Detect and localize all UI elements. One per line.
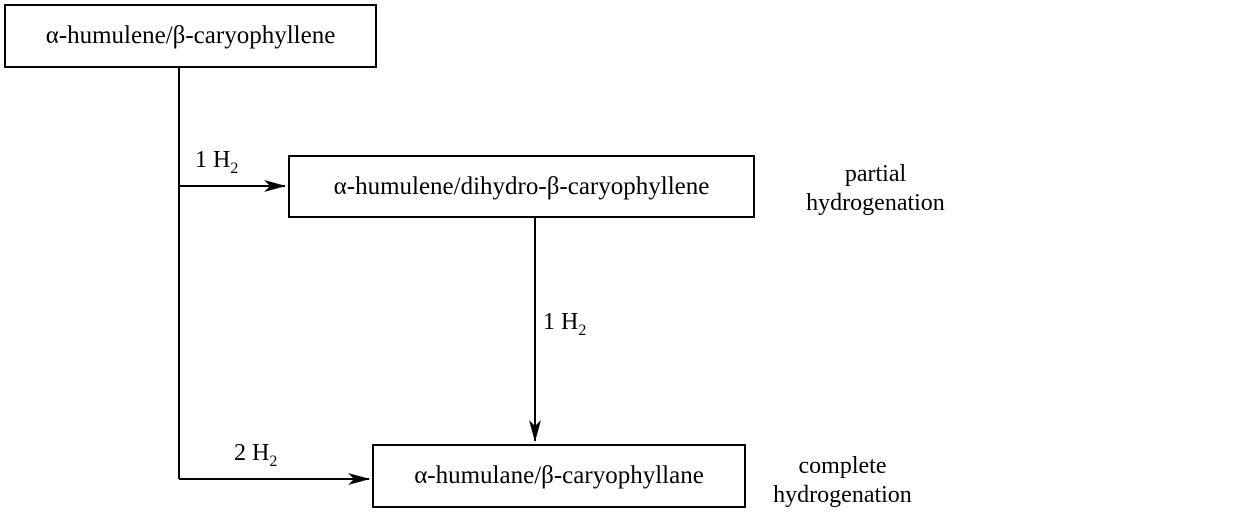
annotation-line: hydrogenation [755, 481, 930, 510]
edge-reagent: H [213, 147, 230, 173]
annotation-partial-hydrogenation: partial hydrogenation [788, 160, 963, 218]
edge-subscript: 2 [578, 322, 586, 339]
annotation-complete-hydrogenation: complete hydrogenation [755, 452, 930, 510]
annotation-line: complete [755, 452, 930, 481]
edge-label-start-to-complete: 2 H2 [234, 441, 277, 465]
edge-reagent: H [561, 309, 578, 335]
node-partial-label: α-humulene/dihydro-β-caryophyllene [334, 173, 710, 201]
annotation-line: hydrogenation [788, 189, 963, 218]
edge-subscript: 2 [269, 453, 277, 470]
edge-reagent: H [252, 440, 269, 466]
node-start-label: α-humulene/β-caryophyllene [46, 22, 336, 50]
edge-count: 2 [234, 440, 246, 466]
annotation-line: partial [788, 160, 963, 189]
node-partial: α-humulene/dihydro-β-caryophyllene [288, 155, 755, 218]
edge-label-partial-to-complete: 1 H2 [543, 310, 586, 334]
edge-count: 1 [195, 147, 207, 173]
edge-label-start-to-partial: 1 H2 [195, 148, 238, 172]
node-complete-label: α-humulane/β-caryophyllane [414, 462, 704, 490]
node-start: α-humulene/β-caryophyllene [4, 4, 377, 68]
node-complete: α-humulane/β-caryophyllane [372, 444, 746, 508]
edge-count: 1 [543, 309, 555, 335]
edge-subscript: 2 [230, 160, 238, 177]
